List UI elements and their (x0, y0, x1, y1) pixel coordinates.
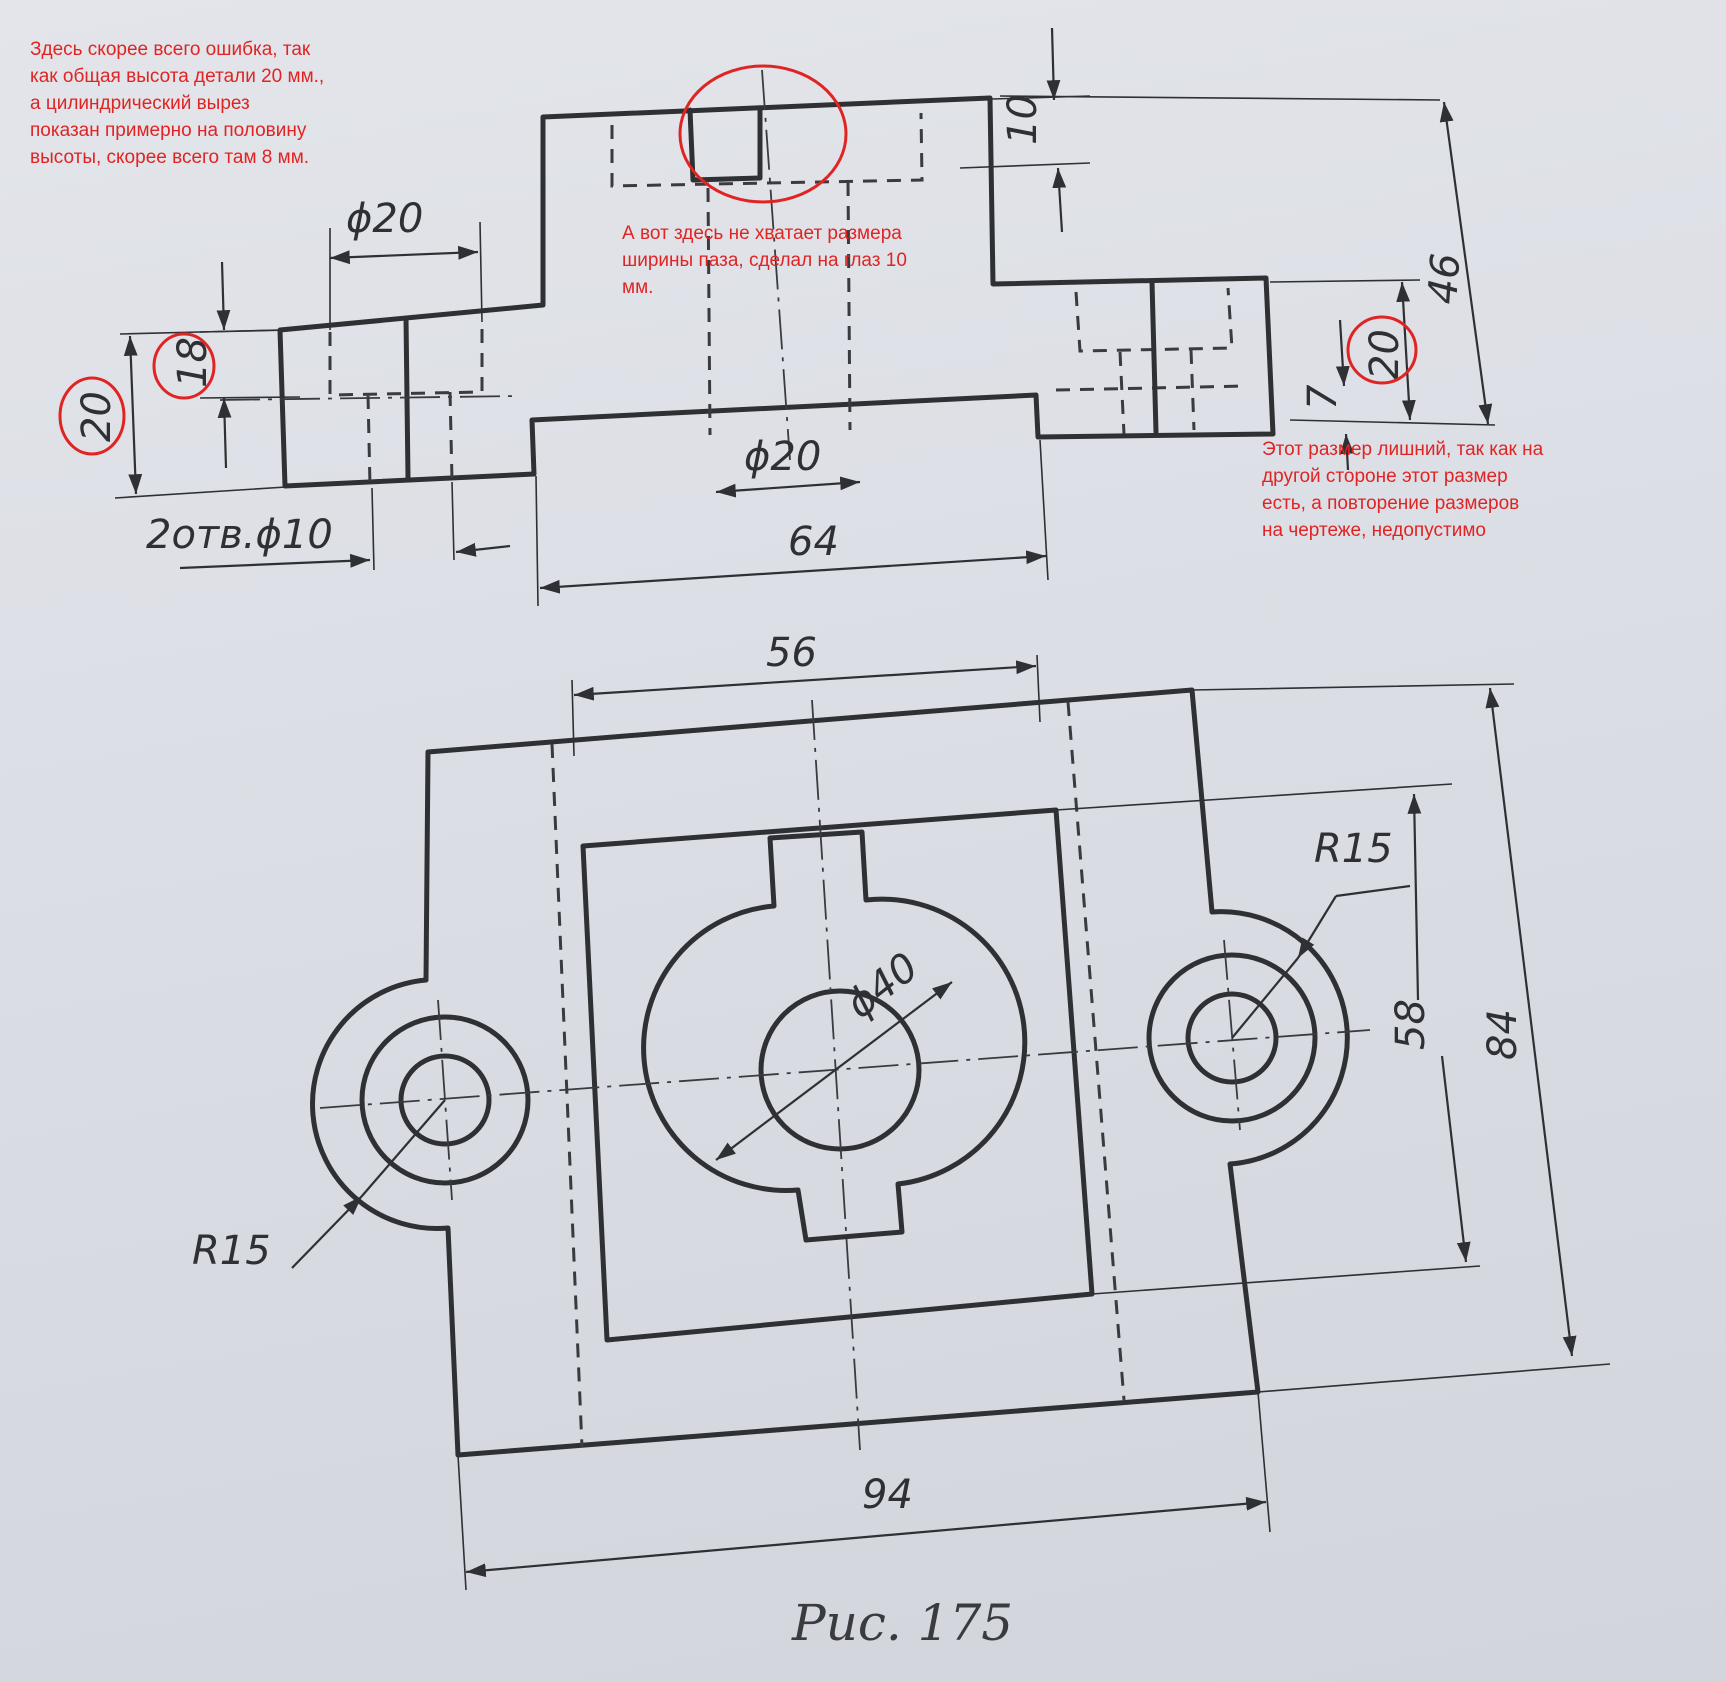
top-view-outline (310, 687, 1350, 1458)
central-boss (641, 829, 1028, 1243)
slot-highlight-ellipse (678, 64, 848, 204)
dim-84: 84 (1480, 1009, 1526, 1060)
dim-20-left-highlight-ellipse (58, 376, 126, 456)
red-annotations (58, 64, 1418, 456)
note-top-left: Здесь скорее всего ошибка, так как общая… (30, 39, 325, 168)
top-center-vertical (811, 699, 861, 1451)
left-hole-center (437, 999, 453, 1201)
top-hidden-lines (550, 701, 1126, 1448)
note-center: А вот здесь не хватает размера ширины па… (622, 223, 907, 298)
front-view (219, 69, 1276, 489)
dim-20-left: 20 (74, 391, 120, 442)
dim-20-right: 20 (1362, 329, 1408, 380)
dim-r15-right: R15 (1314, 826, 1393, 872)
dimension-texts: 10 46 ϕ20 18 20 20 7 ϕ20 2отв.ϕ10 64 56 … (74, 94, 1526, 1652)
right-hole-center (1223, 939, 1241, 1131)
dim-10: 10 (1000, 94, 1046, 145)
front-hidden-lines (328, 112, 1247, 487)
dim-phi20-center: ϕ20 (744, 434, 821, 480)
right-counterbore (1146, 952, 1318, 1124)
dim-58: 58 (1388, 999, 1434, 1050)
left-counterbore (359, 1014, 531, 1186)
dim-20-right-highlight-ellipse (1346, 315, 1418, 385)
dim-phi40: ϕ40 (838, 944, 927, 1028)
dim-r15-left: R15 (192, 1228, 271, 1274)
dim-56: 56 (766, 630, 817, 676)
right-hole (1185, 991, 1279, 1085)
dim-holes: 2отв.ϕ10 (146, 512, 333, 558)
front-center-line-left (219, 395, 521, 401)
dim-7: 7 (1300, 384, 1346, 410)
front-view-outline (277, 95, 1276, 489)
top-view (310, 687, 1371, 1458)
dimension-lines (114, 27, 1611, 1591)
front-center-line (761, 69, 791, 461)
dim-phi20-top: ϕ20 (346, 196, 423, 242)
dim-64: 64 (788, 519, 839, 565)
top-center-horizontal (319, 1029, 1371, 1109)
left-hole (398, 1053, 492, 1147)
note-right: Этот размер лишний, так как на другой ст… (1262, 439, 1544, 541)
top-slot (687, 105, 763, 183)
inner-rectangle (580, 807, 1095, 1343)
front-hole-edge-right (1149, 279, 1159, 435)
dim-46: 46 (1420, 252, 1469, 306)
dim-18-highlight-ellipse (152, 332, 216, 400)
dim-94: 94 (862, 1472, 913, 1518)
dim-18: 18 (170, 337, 216, 388)
figure-caption: Рис. 175 (791, 1594, 1013, 1652)
